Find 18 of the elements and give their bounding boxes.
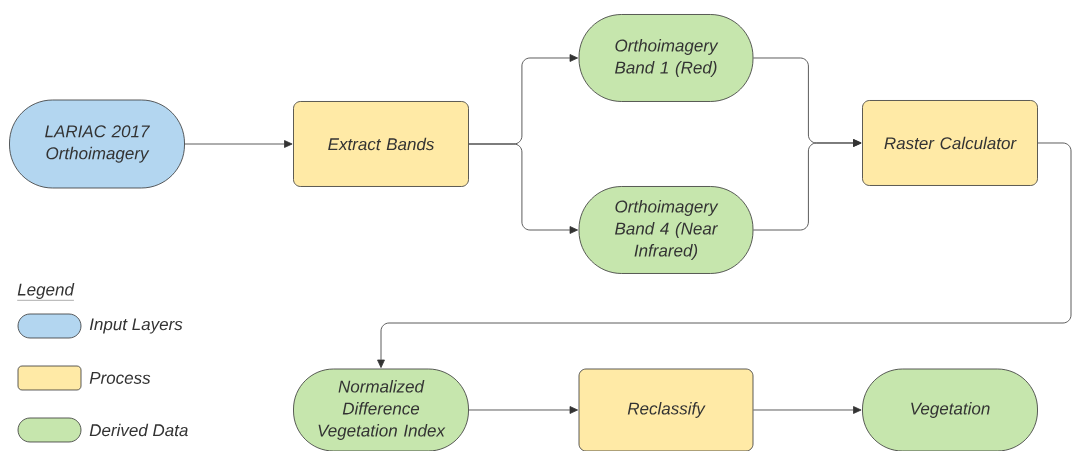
process-box: Reclassify <box>578 368 754 451</box>
arrow <box>377 142 1072 368</box>
arrow <box>753 406 862 414</box>
arrow <box>468 406 578 414</box>
legend-title: Legend <box>17 283 75 301</box>
terminal-pill: Orthoimagery Band 1 (Red) <box>578 14 754 102</box>
process-box: Extract Bands <box>293 101 469 187</box>
legend-label: Derived Data <box>89 423 188 437</box>
arrow <box>184 140 293 148</box>
terminal-pill: LARIAC 2017 Orthoimagery <box>9 99 185 189</box>
legend-label: Input Layers <box>89 318 183 334</box>
terminal-pill: Orthoimagery Band 4 (Near Infrared) <box>578 186 754 274</box>
terminal-pill: Normalized Difference Vegetation Index <box>293 368 469 451</box>
legend-label: Process <box>89 372 151 384</box>
arrow <box>753 139 862 231</box>
process-box: Raster Calculator <box>862 100 1038 186</box>
terminal-pill: Vegetation <box>862 368 1038 451</box>
arrow <box>468 143 578 234</box>
